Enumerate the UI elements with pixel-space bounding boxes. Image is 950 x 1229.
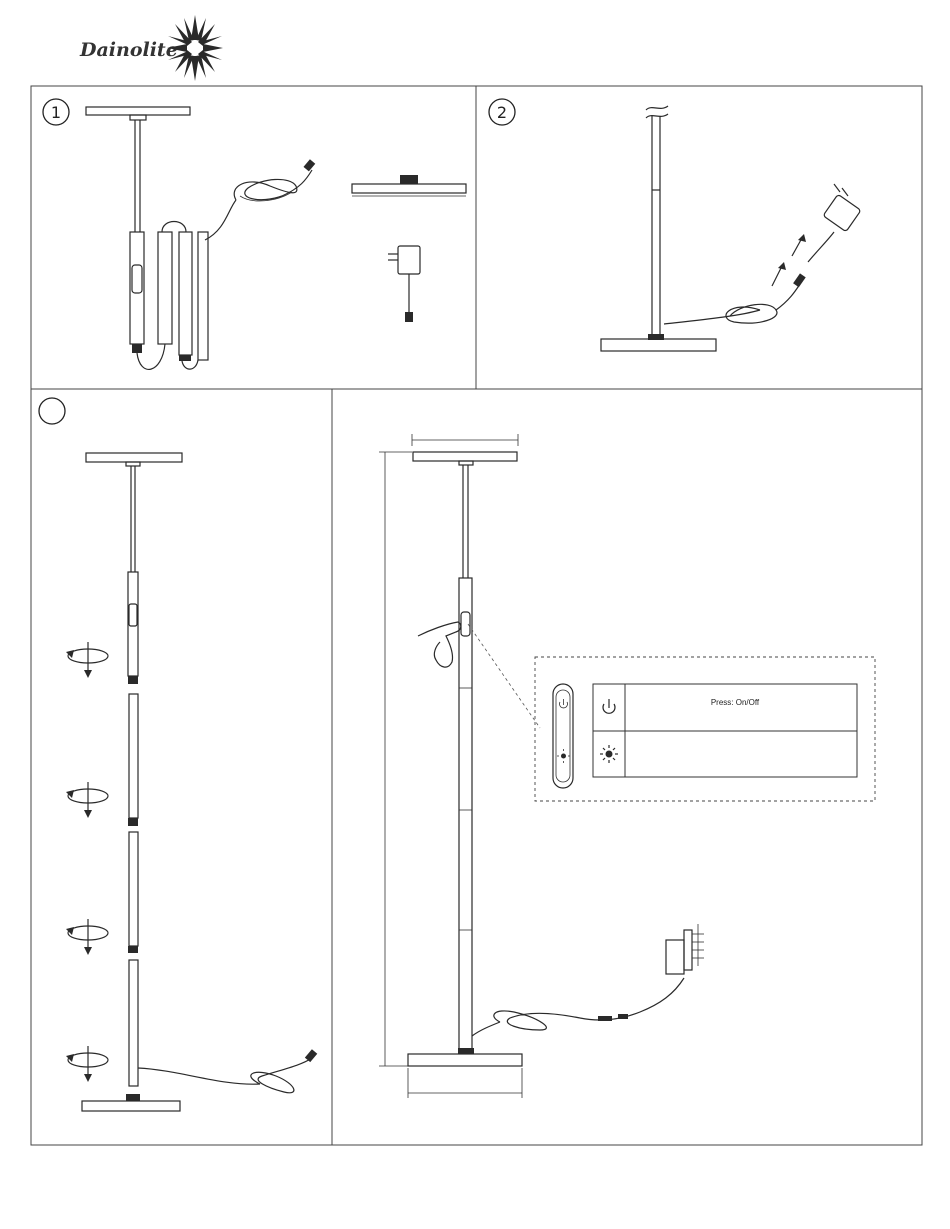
step-4-panel: Press: On/Off	[379, 434, 875, 1098]
power-instruction: Press: On/Off	[711, 698, 760, 707]
lamp-head-part	[86, 107, 190, 120]
control-callout: Press: On/Off	[535, 657, 875, 801]
brightness-icon	[600, 745, 618, 763]
pole-lower-section	[646, 106, 668, 338]
floor-cable	[472, 978, 684, 1036]
coiled-cable-part	[234, 159, 315, 201]
step-1-badge: 1	[43, 99, 69, 125]
brightness-icon	[557, 749, 570, 763]
rotate-icon	[66, 782, 108, 818]
hand-pointer-icon	[418, 622, 461, 667]
base-plate	[601, 334, 716, 351]
control-table: Press: On/Off	[593, 684, 857, 777]
base-cable	[664, 273, 806, 324]
step-1-panel: 1	[43, 99, 466, 369]
dimension-lines	[379, 434, 522, 1098]
brand-name: Dainolite	[79, 39, 178, 61]
power-adapter-part	[388, 246, 420, 322]
power-icon	[560, 699, 568, 708]
power-icon	[603, 699, 615, 713]
pole-sections-part	[137, 200, 236, 369]
step-3-panel	[39, 398, 317, 1111]
rotate-icon	[66, 919, 108, 955]
switch-closeup	[553, 684, 573, 788]
full-lamp	[408, 452, 522, 1066]
twist-rotation-icons	[66, 642, 108, 1082]
step-2-number: 2	[497, 103, 507, 122]
step-2-badge: 2	[489, 99, 515, 125]
wall-outlet-adapter	[666, 924, 704, 974]
callout-leader	[468, 624, 540, 728]
rotate-icon	[66, 1046, 108, 1082]
rotate-icon	[66, 642, 108, 678]
panel-grid	[31, 86, 922, 1145]
step-2-panel: 2	[489, 99, 861, 351]
assembled-lamp	[82, 453, 317, 1111]
wall-adapter	[808, 184, 861, 262]
base-plate-part	[352, 175, 466, 196]
starburst-logo-icon	[167, 15, 223, 81]
pole-with-switch-part	[130, 120, 144, 353]
brand-logo: Dainolite	[79, 15, 223, 81]
step-3-badge	[39, 398, 65, 424]
step-1-number: 1	[51, 103, 61, 122]
